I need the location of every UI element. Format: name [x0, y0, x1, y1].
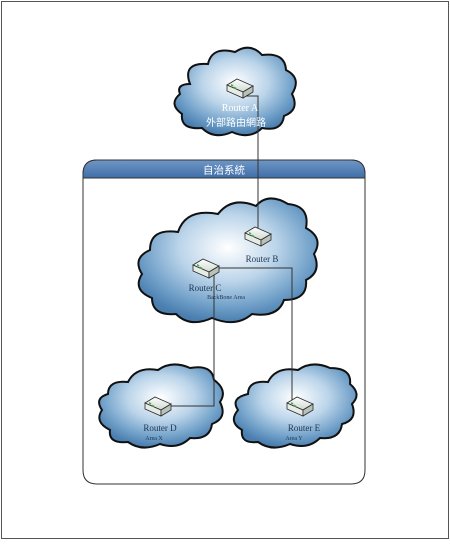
router-e-label: Router E	[288, 423, 321, 433]
backbone-area-label: BackBone Area	[207, 295, 245, 301]
link-c-e	[218, 267, 293, 406]
area-y-label: Area Y	[285, 436, 303, 442]
router-d-label: Router D	[143, 423, 177, 433]
area-x-label: Area X	[145, 436, 163, 442]
cloud-backbone	[137, 197, 319, 324]
router-a-subtitle: 外部路由網路	[206, 116, 266, 129]
autonomous-system-title: 自治系統	[203, 164, 245, 177]
link-c-d	[162, 268, 215, 407]
link-a-b	[244, 95, 259, 234]
router-c-label: Router C	[189, 283, 222, 293]
router-b-label: Router B	[246, 254, 279, 264]
network-links	[162, 95, 302, 407]
router-a-label: Router A	[222, 103, 259, 114]
